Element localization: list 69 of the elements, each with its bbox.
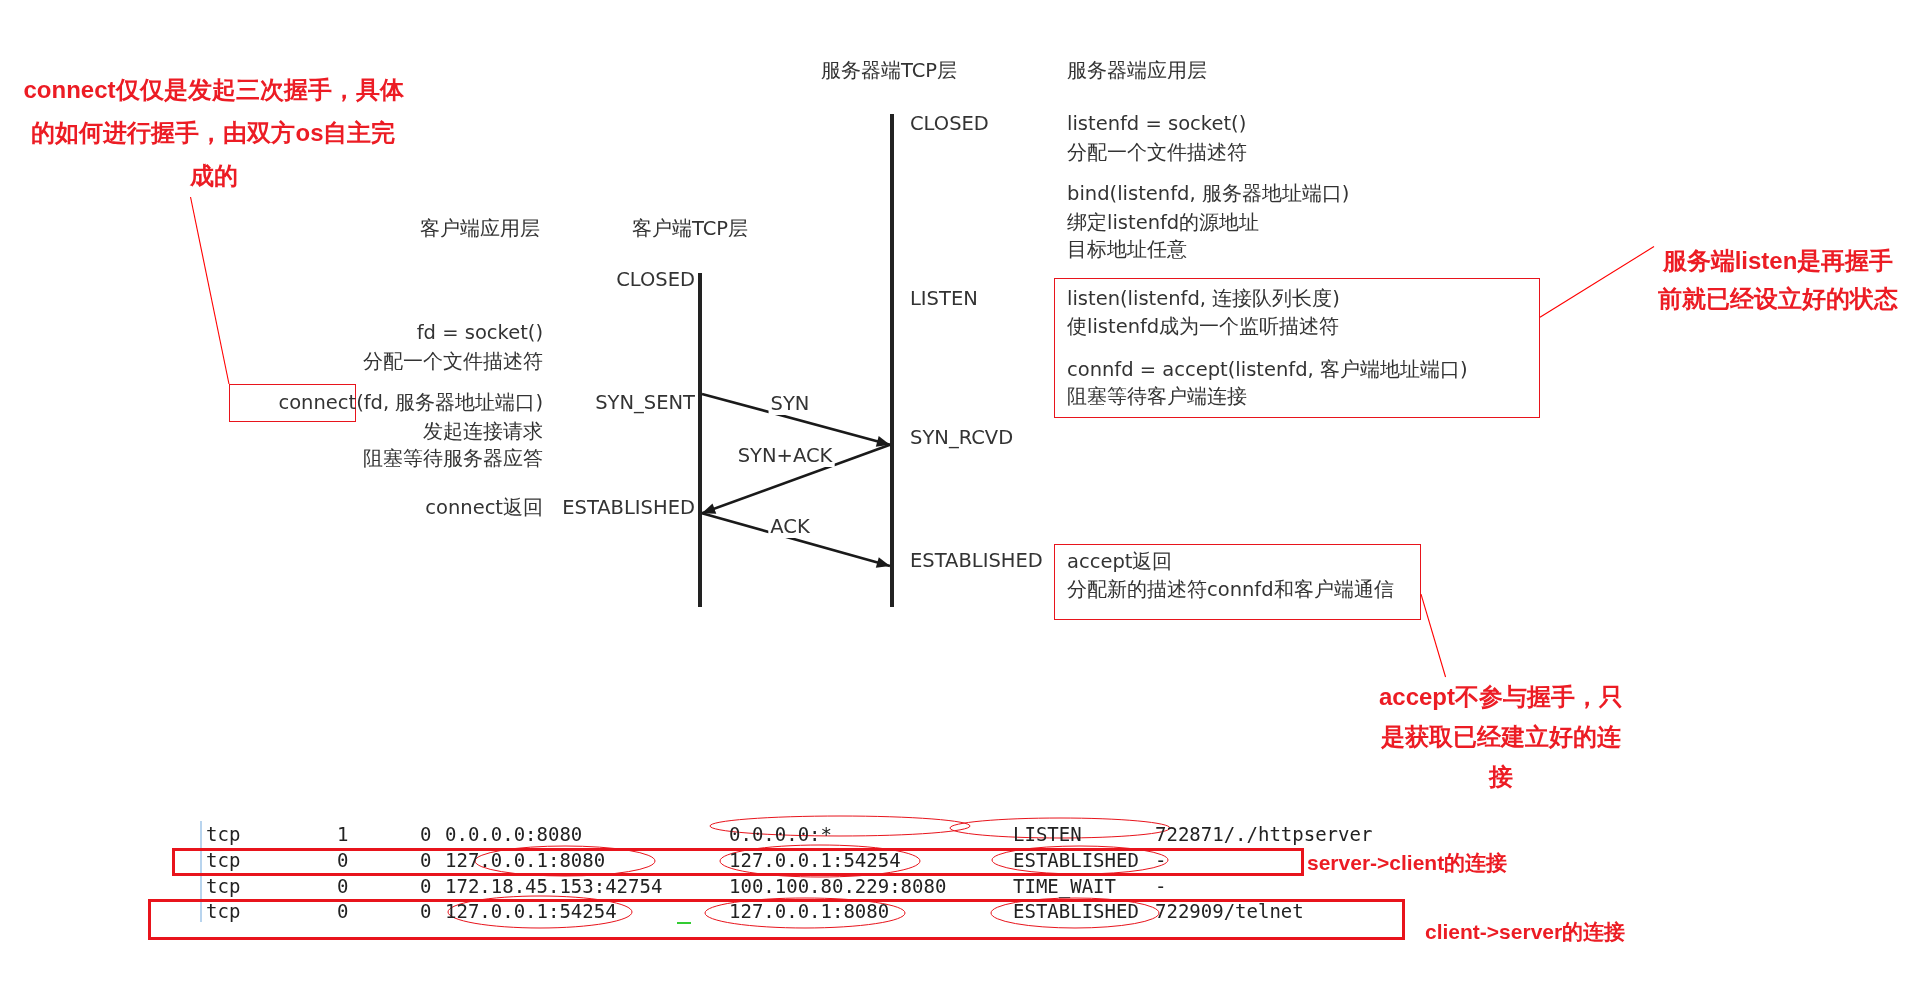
text-line: listen(listenfd, 连接队列长度): [1067, 287, 1340, 311]
state-label: SYN_RCVD: [910, 426, 1014, 450]
label-text: 发起连接请求: [423, 420, 543, 444]
label-text: 目标地址任意: [1067, 238, 1187, 262]
label-text: fd = socket(): [416, 321, 543, 345]
state-label: ESTABLISHED: [562, 496, 695, 520]
table-text: tcp: [206, 849, 241, 871]
annotation-text: accept不参与握手，只是获取已经建立好的连接: [1375, 677, 1627, 797]
state-label: ESTABLISHED: [910, 549, 1043, 573]
text-line: accept返回: [1067, 550, 1173, 574]
label-text: 客户端应用层: [420, 217, 540, 241]
highlight-box: [1054, 278, 1540, 418]
table-text: 127.0.0.1:8080: [729, 900, 890, 922]
lifeline: [698, 273, 702, 607]
edge-label: ACK: [768, 516, 812, 538]
state-label: SYN_SENT: [595, 391, 695, 415]
text-line: 分配新的描述符connfd和客户端通信: [1067, 578, 1394, 602]
table-text: 0: [337, 849, 349, 871]
table-text: 0: [337, 900, 349, 922]
table-text: 0: [337, 875, 349, 897]
table-text: 722909/telnet: [1155, 900, 1304, 922]
annotation-text: client->server的连接: [1425, 920, 1626, 944]
table-text: 0.0.0.0:8080: [445, 823, 583, 845]
table-text: tcp: [206, 823, 241, 845]
lifeline: [890, 114, 894, 607]
state-label: CLOSED: [910, 112, 989, 136]
text-line: 使listenfd成为一个监听描述符: [1067, 315, 1340, 339]
label-text: 绑定listenfd的源地址: [1067, 211, 1260, 235]
arrow: [701, 511, 891, 568]
highlight-frame: [148, 899, 1405, 940]
annotation-text: server->client的连接: [1307, 851, 1508, 875]
table-text: 127.0.0.1:54254: [729, 849, 901, 871]
annotation-text: 服务端listen是再握手前就已经设立好的状态: [1654, 242, 1902, 318]
label-text: 分配一个文件描述符: [363, 350, 543, 374]
arrow: [701, 443, 891, 515]
label-text: 阻塞等待服务器应答: [363, 447, 543, 471]
table-text: 722871/./httpserver: [1155, 823, 1373, 845]
label-text: listenfd = socket(): [1067, 112, 1247, 136]
label-text: 服务器端应用层: [1067, 59, 1207, 83]
table-text: 172.18.45.153:42754: [445, 875, 663, 897]
table-text: 0: [420, 900, 432, 922]
highlight-box: [1054, 544, 1421, 620]
highlight-frame: [172, 848, 1304, 876]
text-line: connfd = accept(listenfd, 客户端地址端口): [1067, 358, 1468, 382]
table-text: 0: [420, 875, 432, 897]
column-heading: 客户端TCP层: [631, 217, 749, 241]
table-text: 0: [420, 849, 432, 871]
table-text: -: [1155, 875, 1167, 897]
annotation-text: connect仅仅是发起三次握手，具体的如何进行握手，由双方os自主完成的: [22, 68, 405, 197]
leader-line: [1420, 593, 1447, 678]
table-text: tcp: [206, 875, 241, 897]
table-text: ESTABLISHED: [1013, 900, 1139, 922]
table-text: 1: [337, 823, 349, 845]
label-text: bind(listenfd, 服务器地址端口): [1067, 182, 1350, 206]
state-label: CLOSED: [616, 268, 695, 292]
table-text: 100.100.80.229:8080: [729, 875, 947, 897]
table-text: 0: [420, 823, 432, 845]
arrow: [701, 392, 891, 447]
leader-line: [1539, 246, 1655, 318]
table-text: TIME_WAIT: [1013, 875, 1116, 897]
table-text: ESTABLISHED: [1013, 849, 1139, 871]
label-text: connect返回: [425, 496, 543, 520]
text-line: 阻塞等待客户端连接: [1067, 385, 1247, 409]
label-text: 分配一个文件描述符: [1067, 141, 1247, 165]
table-text: tcp: [206, 900, 241, 922]
column-heading: 服务器端TCP层: [820, 59, 958, 83]
leader-line: [189, 196, 230, 385]
state-label: LISTEN: [910, 287, 978, 311]
table-text: -: [1155, 849, 1167, 871]
